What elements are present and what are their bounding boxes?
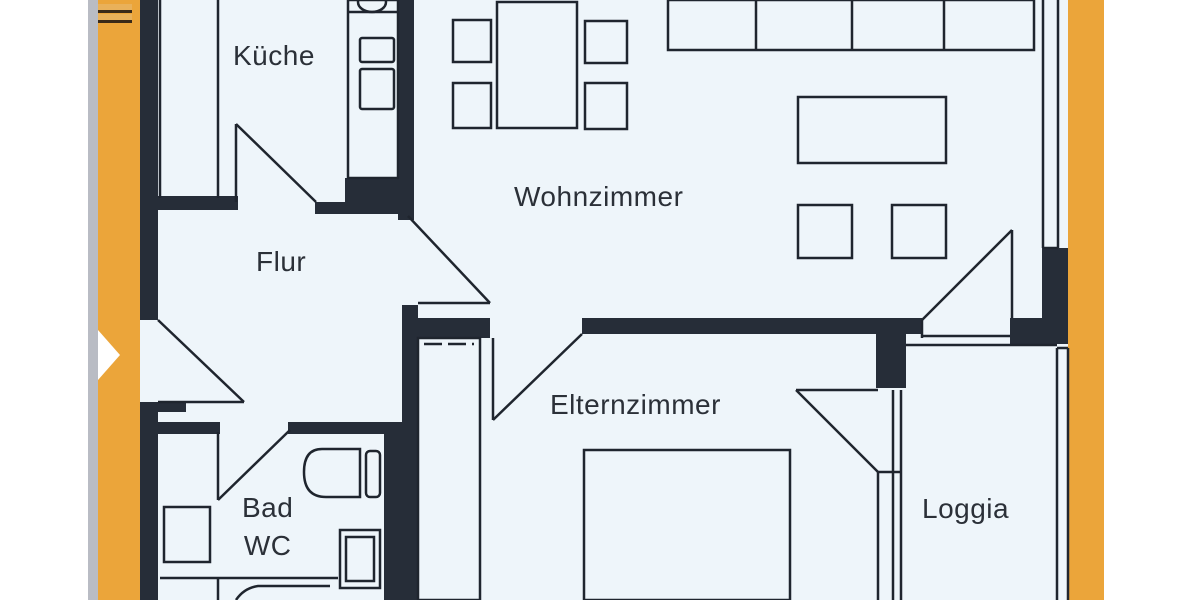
room-label-flur: Flur <box>256 246 307 277</box>
room-label-wc: WC <box>243 530 292 561</box>
frame-stripe <box>98 4 132 10</box>
room-label-kueche: Küche <box>233 40 315 71</box>
floor <box>144 0 1068 600</box>
entrance-arrow <box>98 330 120 380</box>
scan-edge <box>88 0 100 600</box>
frame-stripe <box>98 14 132 20</box>
frame-stripe <box>98 10 132 13</box>
right-frame <box>1068 0 1104 600</box>
room-label-bad: Bad <box>242 492 294 523</box>
frame-stripe <box>98 20 132 23</box>
thin-lines <box>157 0 1070 600</box>
room-label-wohnzimmer: Wohnzimmer <box>514 181 684 212</box>
entrance-opening <box>140 318 158 404</box>
walls <box>140 0 1068 600</box>
left-frame <box>98 0 144 600</box>
room-label-loggia: Loggia <box>922 493 1010 524</box>
room-label-elternzimmer: Elternzimmer <box>550 389 721 420</box>
room-label-bad-wc: Bad WC <box>242 489 293 565</box>
